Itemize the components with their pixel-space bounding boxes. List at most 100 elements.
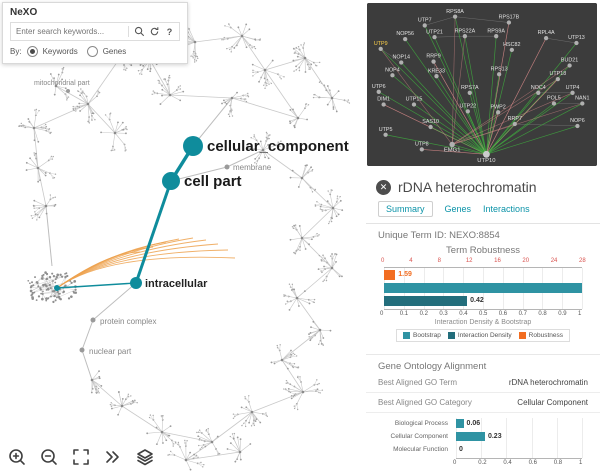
bottom-axis-tick: 0 [380, 311, 384, 317]
radio-keywords[interactable] [26, 46, 38, 57]
network-node-label: RPS8A [446, 9, 464, 15]
network-node[interactable] [432, 35, 437, 40]
tree-node-label: protein complex [100, 317, 156, 326]
search-input[interactable] [14, 26, 126, 37]
search-mode-row: By: Keywords Genes [10, 46, 180, 57]
network-node[interactable] [506, 20, 512, 25]
network-node-label: RRP9 [426, 54, 440, 60]
network-node[interactable] [536, 90, 541, 95]
reset-icon[interactable] [148, 25, 161, 38]
alignment-row: Best Aligned GO Category Cellular Compon… [366, 393, 600, 413]
zoom-in-button[interactable] [6, 446, 28, 468]
tab-summary[interactable]: Summary [378, 201, 433, 217]
zoom-out-button[interactable] [38, 446, 60, 468]
network-node[interactable] [452, 14, 458, 19]
top-axis-tick: 20 [522, 258, 530, 264]
network-node[interactable] [575, 123, 580, 129]
tree-node[interactable] [224, 164, 230, 170]
network-node[interactable] [467, 90, 472, 95]
network-node[interactable] [567, 63, 572, 68]
network-node[interactable] [462, 34, 468, 39]
bottom-axis-line [384, 309, 582, 310]
tab-genes[interactable]: Genes [444, 204, 472, 214]
network-node[interactable] [509, 47, 515, 52]
bar-biological-process [456, 419, 464, 428]
network-node[interactable] [494, 34, 499, 39]
unique-term-id: Unique Term ID: NEXO:8854 [378, 230, 500, 241]
network-node[interactable] [419, 147, 424, 152]
layout-button[interactable] [102, 446, 124, 468]
network-node[interactable] [482, 150, 490, 158]
tree-node-label: mitochondrial part [34, 80, 90, 87]
network-node[interactable] [376, 89, 381, 94]
network-node[interactable] [543, 35, 549, 41]
network-node-label: RPS17B [499, 15, 520, 21]
tree-node[interactable] [130, 277, 142, 289]
radio-keywords-label[interactable]: Keywords [42, 47, 78, 56]
tree-node[interactable] [79, 347, 85, 353]
close-icon[interactable]: ✕ [376, 179, 391, 195]
bottom-axis-tick: 0.4 [459, 311, 468, 317]
network-node[interactable] [465, 109, 470, 114]
network-node[interactable] [390, 73, 395, 78]
network-node[interactable] [431, 59, 436, 64]
tree-toolbar [6, 446, 156, 468]
search-box: ? [10, 22, 180, 41]
top-axis-tick: 0 [381, 258, 385, 264]
network-node[interactable] [422, 23, 427, 28]
legend-swatch [518, 332, 526, 339]
search-icon[interactable] [133, 25, 146, 38]
help-icon[interactable]: ? [166, 26, 173, 37]
fit-to-screen-button[interactable] [70, 446, 92, 468]
alignment-row: Best Aligned GO Term rDNA heterochromati… [366, 373, 600, 393]
network-node-label: PWP2 [491, 104, 506, 110]
network-node[interactable] [496, 72, 502, 77]
network-node[interactable] [428, 124, 433, 130]
network-node-label: UTP4 [566, 85, 580, 91]
network-node[interactable] [383, 132, 388, 137]
network-node[interactable] [555, 76, 561, 82]
network-node[interactable] [411, 102, 417, 107]
layers-button[interactable] [134, 446, 156, 468]
radio-genes[interactable] [86, 46, 98, 57]
network-node-label: UTP15 [406, 97, 423, 103]
tab-interactions[interactable]: Interactions [483, 204, 530, 214]
network-node-label: UTP5 [379, 127, 393, 133]
tree-node[interactable] [183, 136, 203, 156]
network-node[interactable] [570, 90, 575, 95]
top-axis-tick: 28 [579, 258, 586, 264]
network-node-label: NOP56 [396, 31, 414, 37]
network-node[interactable] [495, 110, 501, 115]
tree-node-label: membrane [233, 163, 272, 172]
network-node[interactable] [512, 121, 517, 127]
alignment-row-value: Cellular Component [517, 398, 588, 407]
network-node[interactable] [399, 60, 404, 65]
network-node-label: RPS9A [487, 28, 505, 34]
legend-item: Interaction Density [447, 332, 512, 339]
ontology-tree-canvas[interactable]: mitochondrial partcellular_componentcell… [0, 0, 366, 473]
divider [366, 354, 600, 355]
x-axis-label: Interaction Density & Bootstrap [434, 319, 532, 326]
top-axis-tick: 8 [437, 258, 441, 264]
bottom-axis-tick: 0.2 [419, 311, 428, 317]
network-node[interactable] [378, 46, 383, 52]
network-node[interactable] [580, 101, 585, 106]
network-node[interactable] [551, 101, 557, 106]
network-node[interactable] [449, 141, 455, 148]
tree-node[interactable] [162, 172, 180, 190]
network-node[interactable] [434, 74, 439, 79]
radio-genes-label[interactable]: Genes [102, 47, 127, 56]
network-node-label: SAS10 [422, 119, 439, 125]
tree-node[interactable] [66, 89, 70, 93]
bottom-axis-tick: 1 [578, 311, 582, 317]
network-node[interactable] [574, 40, 579, 46]
network-node[interactable] [381, 102, 386, 107]
bottom-axis-tick: 0.5 [479, 311, 488, 317]
bottom-axis-tick: 0.4 [503, 460, 512, 466]
top-axis-line [384, 267, 582, 268]
tree-node[interactable] [90, 317, 96, 323]
network-node[interactable] [403, 36, 408, 42]
